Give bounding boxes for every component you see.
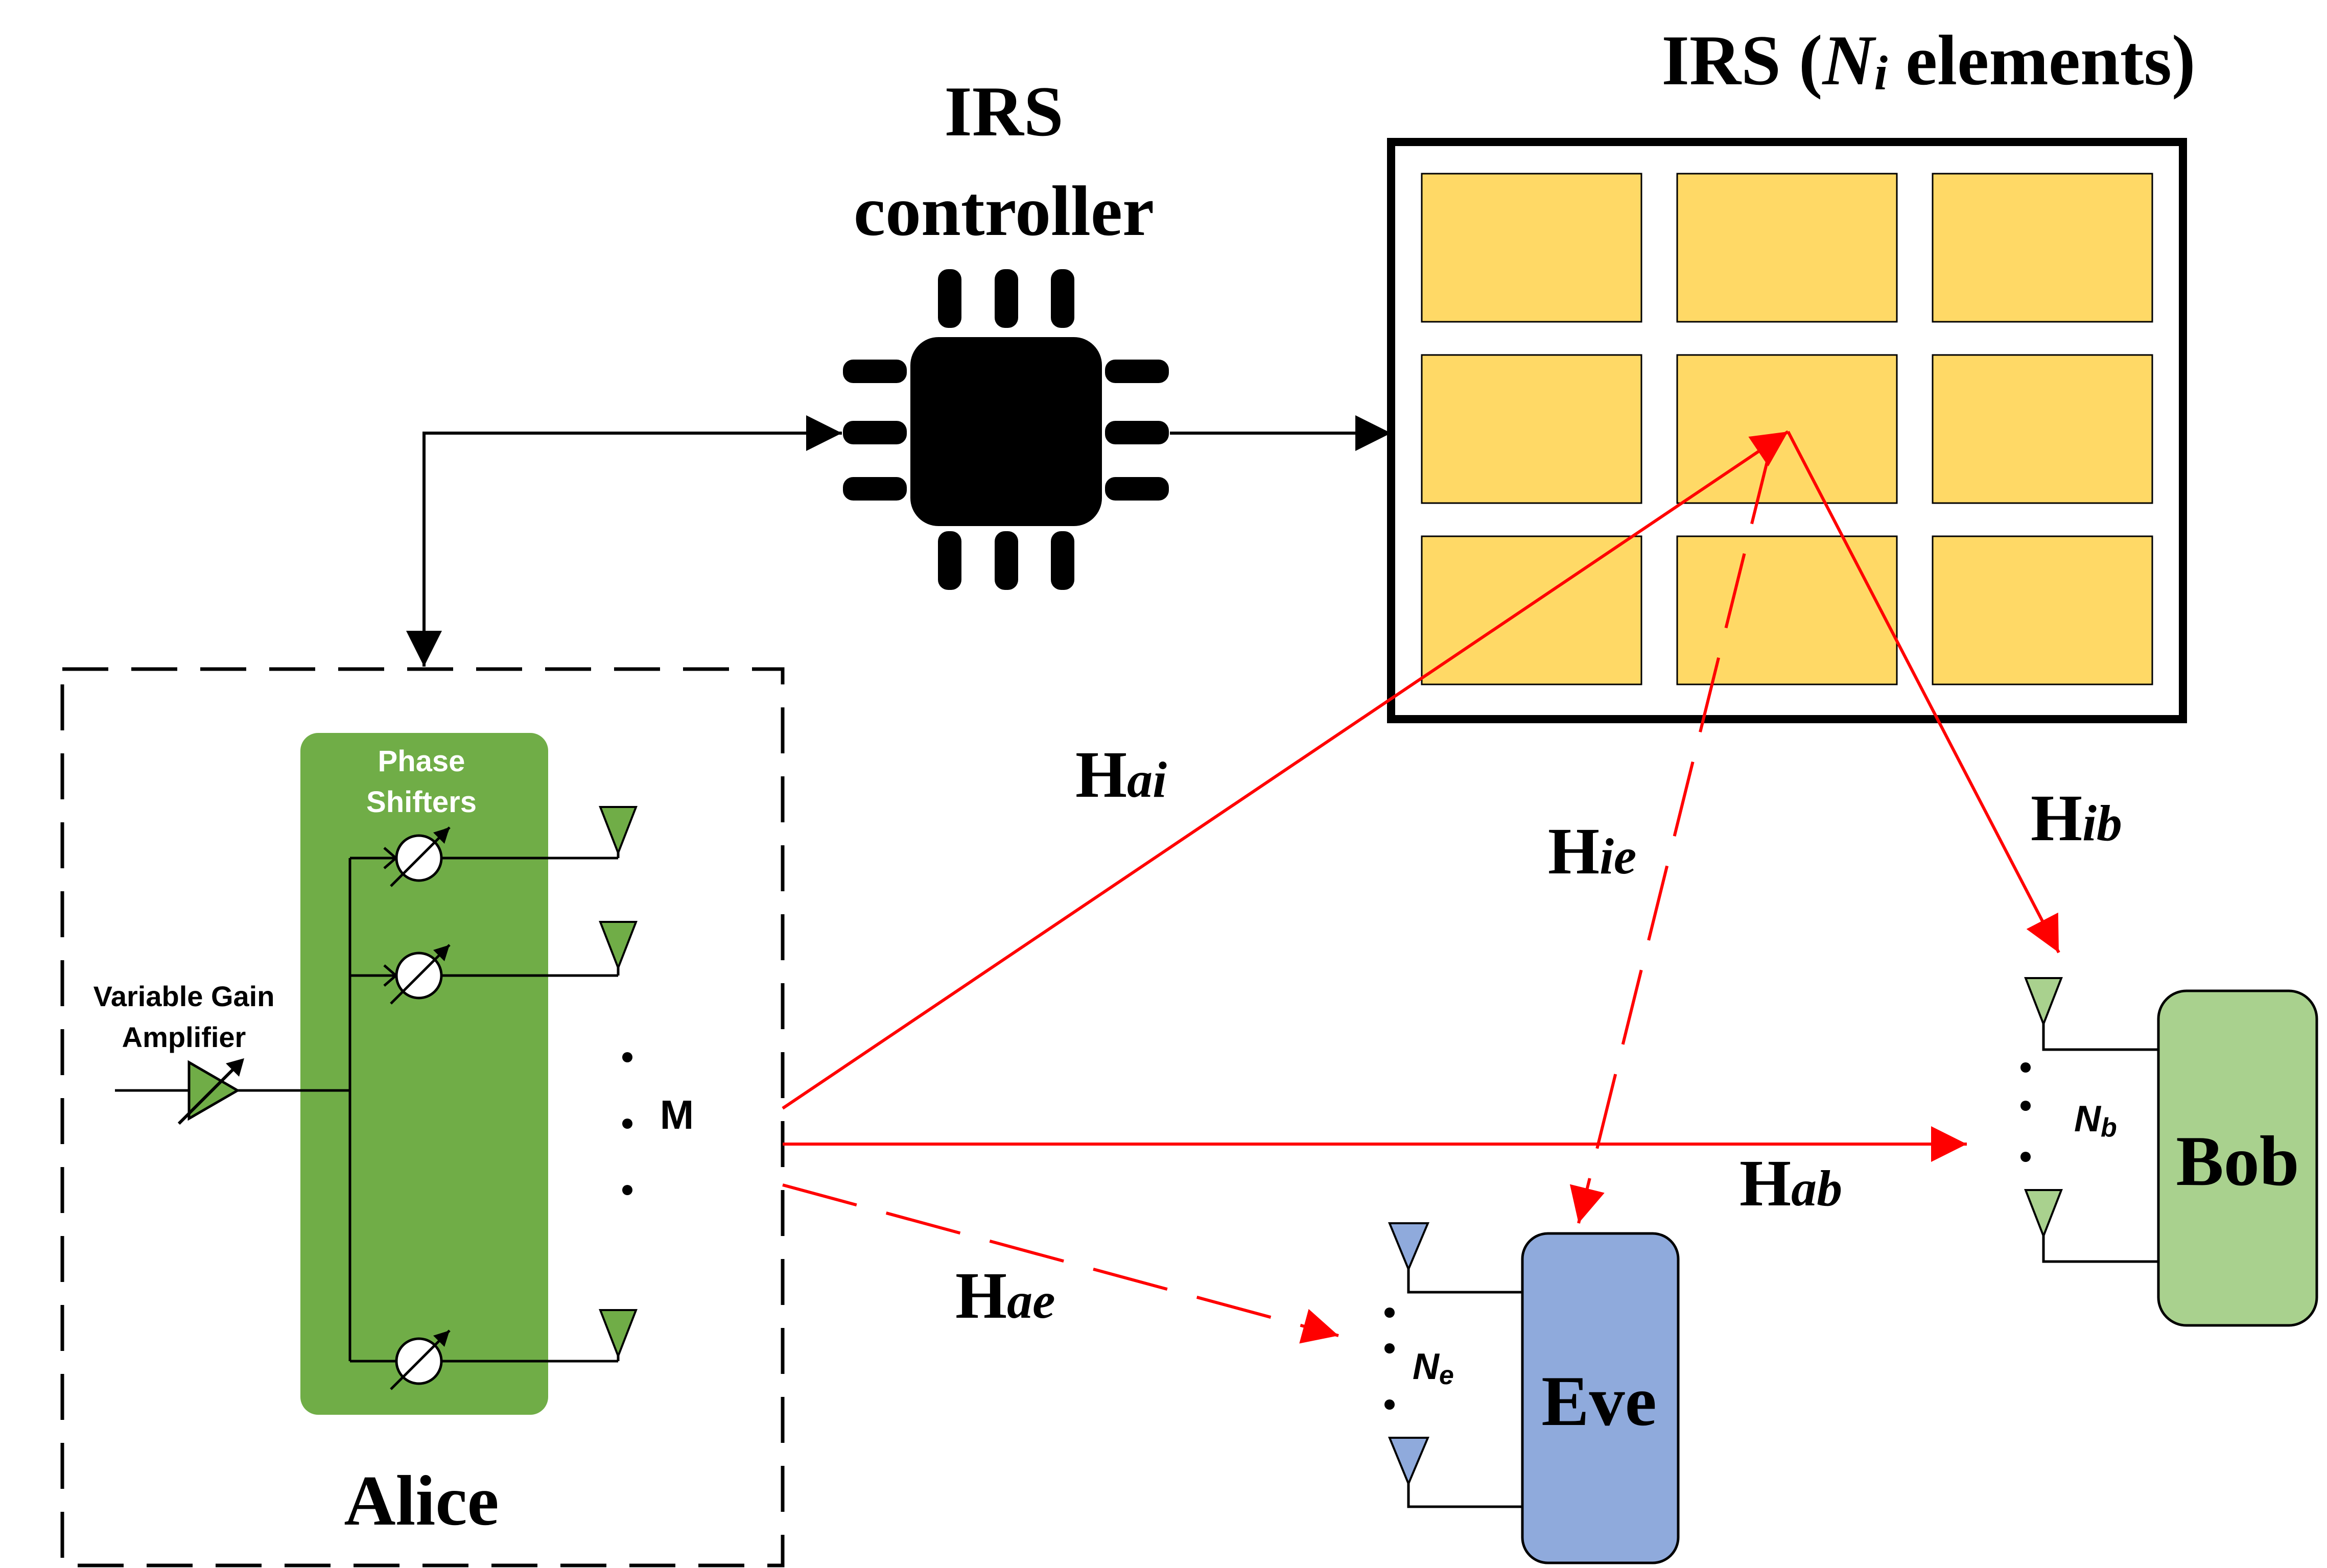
antenna-icon bbox=[2024, 1189, 2063, 1239]
eve-label: Eve bbox=[1541, 1362, 1657, 1441]
phase-shifter-icon bbox=[390, 1329, 451, 1390]
channel-h-ab-label: Hab bbox=[1740, 1147, 1842, 1220]
channel-h-ai-line bbox=[782, 430, 1789, 1110]
bob-antenna-ellipsis bbox=[2020, 1062, 2031, 1162]
irs-controller-label-line2: controller bbox=[854, 172, 1154, 251]
alice-antenna-count: M bbox=[660, 1092, 694, 1137]
irs-controller-chip-icon bbox=[843, 269, 1169, 590]
irs-element bbox=[1932, 354, 2153, 504]
phase-shifters-block bbox=[300, 733, 548, 1415]
vga-label-line1: Variable Gain bbox=[93, 980, 275, 1012]
phase-shifters-label-line1: Phase bbox=[378, 745, 465, 778]
irs-element bbox=[1932, 173, 2153, 323]
eve-antenna-count: Ne bbox=[1413, 1346, 1454, 1390]
variable-gain-amplifier-icon bbox=[177, 1058, 244, 1125]
bob-label: Bob bbox=[2176, 1122, 2299, 1201]
irs-element bbox=[1676, 535, 1898, 685]
channel-h-ae-label: Hae bbox=[955, 1259, 1055, 1333]
channel-h-ie-line bbox=[1569, 449, 1772, 1224]
channel-h-ie-label: Hie bbox=[1548, 815, 1636, 888]
phase-shifter-icon bbox=[390, 944, 451, 1005]
channel-h-ai-label: Hai bbox=[1075, 738, 1167, 812]
irs-controller-label-line1: IRS bbox=[944, 72, 1063, 151]
alice-to-controller-link bbox=[422, 415, 842, 649]
eve-node bbox=[1521, 1232, 1680, 1564]
antenna-icon bbox=[599, 921, 638, 971]
alice-boundary bbox=[60, 667, 785, 1567]
alice-feed-network bbox=[115, 830, 620, 1363]
antenna-icon bbox=[1388, 1222, 1430, 1272]
channel-h-ib-label: Hib bbox=[2031, 781, 2122, 855]
irs-element bbox=[1676, 354, 1898, 504]
alice-label: Alice bbox=[344, 1461, 499, 1540]
alice-antenna-ellipsis bbox=[622, 1052, 632, 1195]
antenna-icon bbox=[599, 806, 638, 856]
irs-element bbox=[1676, 173, 1898, 323]
irs-elements-grid bbox=[1421, 173, 2153, 685]
phase-shifter-tick-marks bbox=[383, 847, 397, 987]
channel-links bbox=[782, 430, 2060, 1344]
antenna-icon bbox=[1388, 1437, 1430, 1487]
irs-element bbox=[1421, 535, 1642, 685]
bob-node bbox=[2157, 989, 2318, 1327]
phase-shifters-label-line2: Shifters bbox=[366, 786, 477, 819]
antenna-icon bbox=[2024, 977, 2063, 1027]
irs-element bbox=[1421, 173, 1642, 323]
bob-antenna-count: Nb bbox=[2074, 1099, 2117, 1143]
irs-element bbox=[1421, 354, 1642, 504]
irs-title: IRS (Ni elements) bbox=[1661, 21, 2195, 100]
control-links bbox=[406, 415, 1391, 667]
channel-h-ae-line bbox=[782, 1183, 1339, 1344]
irs-element bbox=[1932, 535, 2153, 685]
phase-shifter-icon bbox=[390, 826, 451, 887]
vga-label-line2: Amplifier bbox=[122, 1021, 246, 1053]
antenna-icon bbox=[599, 1309, 638, 1359]
channel-h-ib-line bbox=[1787, 431, 2060, 954]
eve-antenna-ellipsis bbox=[1384, 1308, 1395, 1410]
